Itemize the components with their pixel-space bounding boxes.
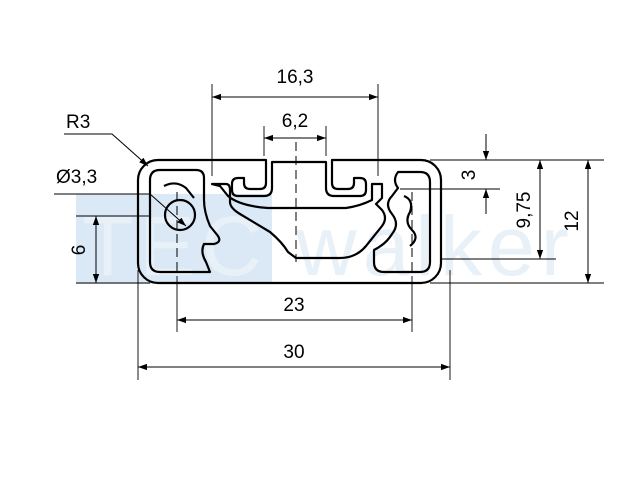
watermark-box xyxy=(76,194,272,284)
central-cavity xyxy=(210,182,387,260)
label-height-inner: 9,75 xyxy=(514,192,535,229)
label-width-total: 30 xyxy=(283,342,304,363)
leader-bore-diameter xyxy=(54,193,187,227)
center-bore xyxy=(163,198,197,232)
centerlines xyxy=(176,142,413,276)
label-width-pitch: 23 xyxy=(283,295,304,316)
profile-outer-contour xyxy=(136,158,443,285)
watermark: TEC walker xyxy=(76,194,575,293)
watermark-brand-suffix: walker xyxy=(295,199,575,293)
left-cavity-lobe xyxy=(163,182,195,199)
label-slot-opening: 6,2 xyxy=(282,111,308,132)
label-bore-diameter: Ø3,3 xyxy=(56,167,97,188)
label-height-total: 12 xyxy=(562,210,583,231)
right-cavity xyxy=(372,170,432,274)
profile-cross-section xyxy=(136,158,443,285)
label-slot-depth: 3 xyxy=(459,170,480,181)
dimension-labels: 30 23 16,3 6,2 12 9,75 3 6 Ø3,3 R3 xyxy=(56,67,583,363)
label-corner-radius: R3 xyxy=(66,112,90,133)
leader-corner-radius xyxy=(64,133,149,167)
label-slot-span: 16,3 xyxy=(277,67,314,88)
watermark-brand-prefix: TEC xyxy=(82,199,268,293)
dimension-lines xyxy=(54,93,592,371)
label-height-left: 6 xyxy=(69,245,90,256)
left-cavity xyxy=(148,168,221,274)
right-cavity-lobe xyxy=(403,194,417,247)
